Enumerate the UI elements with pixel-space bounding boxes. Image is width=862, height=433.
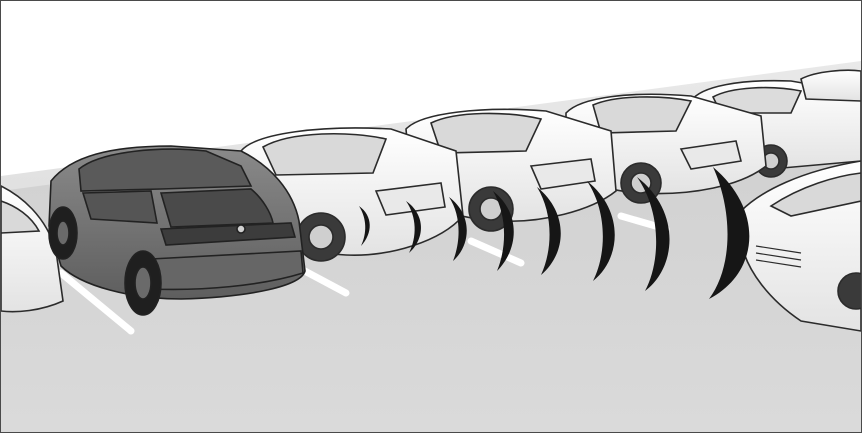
- suv-emblem: [237, 225, 245, 233]
- suv-side-window: [83, 191, 157, 223]
- suv-rear-window: [161, 189, 273, 227]
- parked-car-far-5: [801, 70, 861, 101]
